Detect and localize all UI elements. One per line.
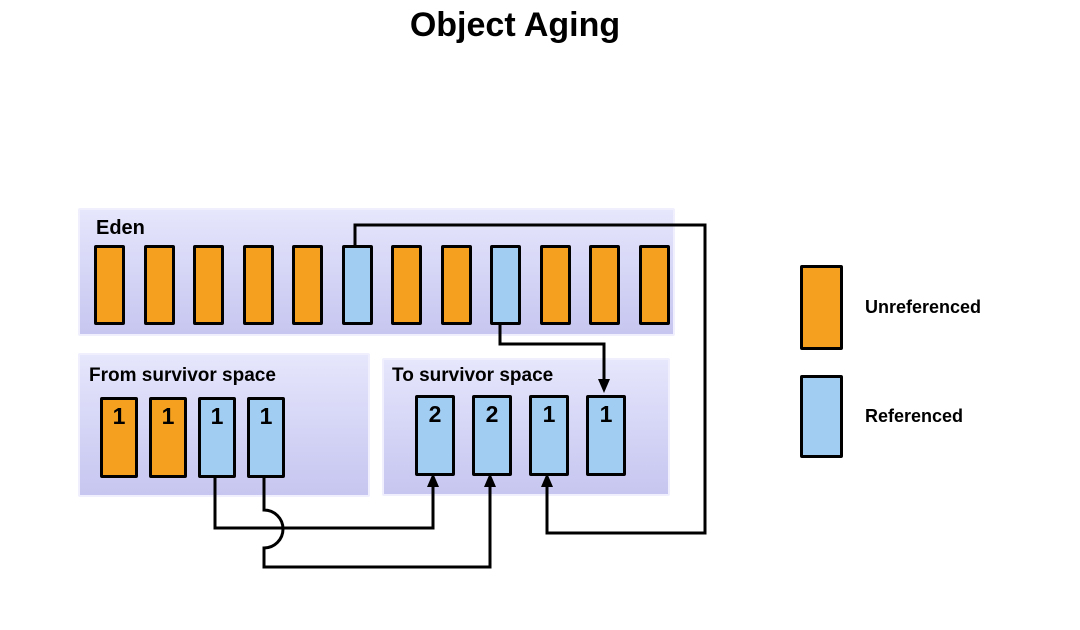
to-survivor-region: To survivor space 2 2 1 1 [382,358,670,496]
cell-age-label: 1 [542,401,556,427]
cell-age-label: 1 [599,401,613,427]
legend-item-unreferenced: Unreferenced [800,265,981,350]
memory-cell-referenced [490,245,521,325]
memory-cell-referenced: 1 [586,395,626,476]
memory-cell-referenced: 2 [472,395,512,476]
memory-cell-unreferenced [292,245,323,325]
legend-label-unreferenced: Unreferenced [865,297,982,317]
memory-cell-unreferenced [193,245,224,325]
cell-age-label: 2 [428,401,442,427]
memory-cell-referenced: 1 [247,397,285,478]
memory-cell-unreferenced [391,245,422,325]
from-survivor-cells: 1 1 1 1 [100,397,368,478]
memory-cell-unreferenced [143,245,175,325]
memory-cell-unreferenced [94,245,125,325]
memory-cell-unreferenced [589,245,620,325]
memory-cell-unreferenced [242,245,274,325]
memory-cell-referenced [341,245,373,325]
memory-cell-referenced: 2 [415,395,455,476]
legend-label-referenced: Referenced [865,406,964,426]
cell-age-label: 2 [485,401,499,427]
cell-age-label: 1 [112,403,126,429]
eden-cells [94,245,673,325]
to-survivor-label: To survivor space [392,365,554,386]
memory-cell-unreferenced: 1 [100,397,138,478]
memory-cell-unreferenced [638,245,670,325]
unreferenced-swatch [800,265,843,350]
memory-cell-unreferenced [539,245,571,325]
cell-age-label: 1 [259,403,273,429]
memory-cell-referenced: 1 [198,397,236,478]
memory-cell-unreferenced: 1 [149,397,187,478]
from-survivor-label: From survivor space [89,365,276,386]
cell-age-label: 1 [210,403,224,429]
from-survivor-region: From survivor space 1 1 1 1 [78,353,370,497]
eden-region: Eden [78,208,675,336]
legend-item-referenced: Referenced [800,375,963,458]
cell-age-label: 1 [161,403,175,429]
memory-cell-referenced: 1 [529,395,569,476]
memory-cell-unreferenced [440,245,472,325]
page-title: Object Aging [409,6,621,44]
to-survivor-cells: 2 2 1 1 [415,395,668,476]
referenced-swatch [800,375,843,458]
eden-label: Eden [96,217,145,239]
